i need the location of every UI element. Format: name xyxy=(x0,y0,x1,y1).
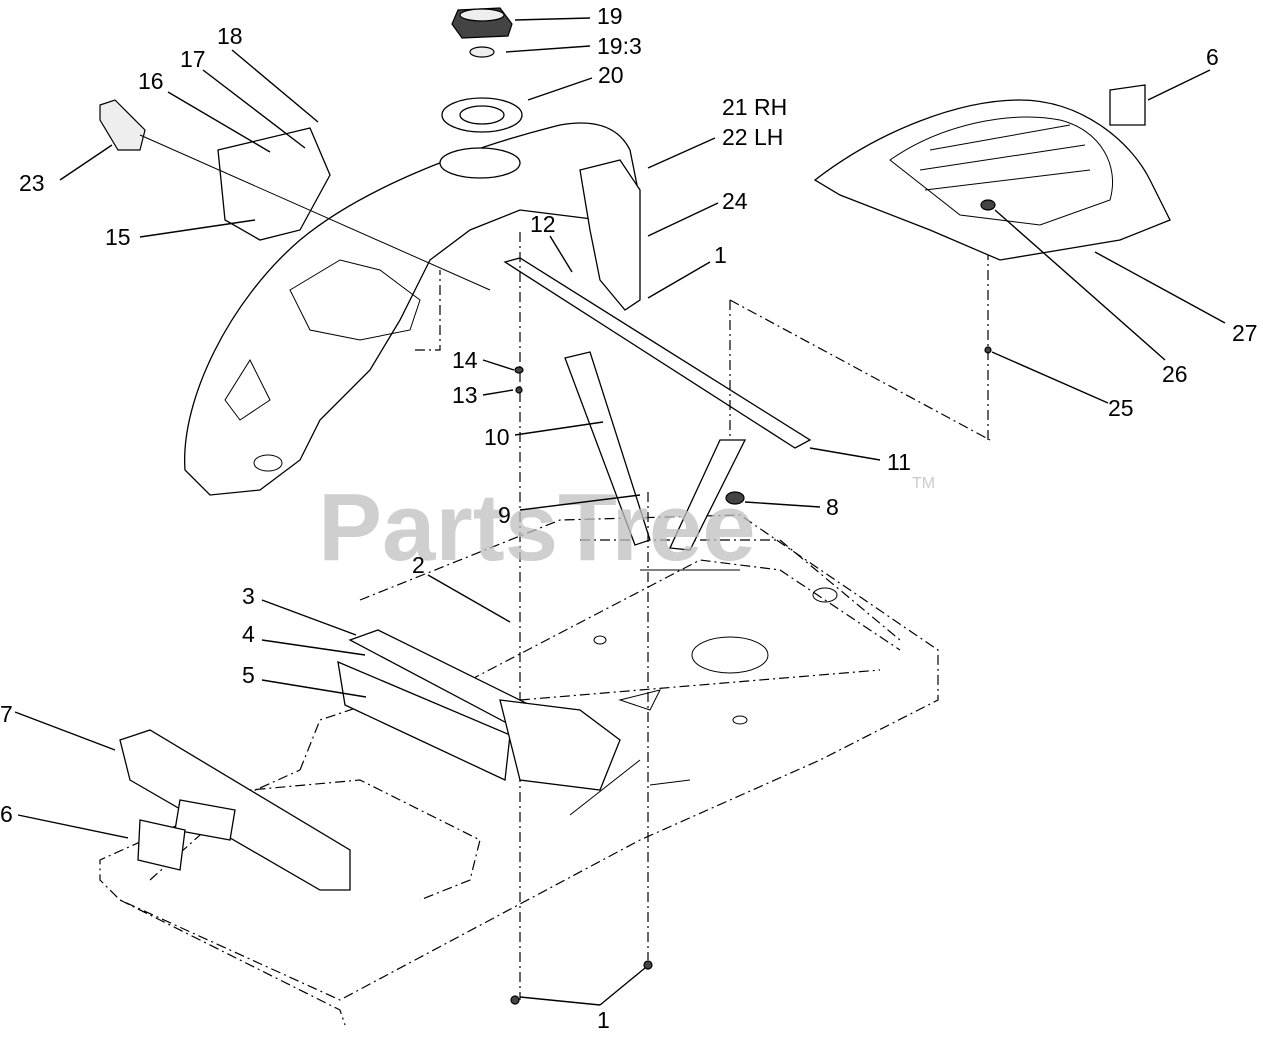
front-panel xyxy=(119,729,351,891)
callout-7: 7 xyxy=(0,701,13,727)
filler-ring xyxy=(441,97,523,133)
callout-22: 22 LH xyxy=(722,124,783,150)
callout-6-bottom: 6 xyxy=(0,801,13,827)
callout-14: 14 xyxy=(452,347,478,373)
callout-1-bottom: 1 xyxy=(597,1007,610,1033)
decal xyxy=(137,819,186,871)
support-strap-right xyxy=(669,439,747,551)
callout-3: 3 xyxy=(242,583,255,609)
callout-20: 20 xyxy=(598,62,624,88)
callout-2: 2 xyxy=(412,552,425,578)
callout-16: 16 xyxy=(138,68,164,94)
callout-18: 18 xyxy=(217,23,243,49)
callout-11: 11 xyxy=(887,449,911,475)
callout-4: 4 xyxy=(242,621,255,647)
callout-15: 15 xyxy=(105,224,131,250)
access-cover xyxy=(217,127,331,241)
nut-1-right xyxy=(643,960,653,970)
callout-24: 24 xyxy=(722,188,748,214)
callout-13: 13 xyxy=(452,382,478,408)
hood xyxy=(813,84,1171,261)
callout-21: 21 RH xyxy=(722,94,787,120)
callout-23: 23 xyxy=(19,170,45,196)
cap-washer xyxy=(469,46,495,58)
callout-labels: 19 19:3 20 21 RH 22 LH 18 17 16 23 15 12… xyxy=(0,3,1258,1033)
cross-support xyxy=(503,257,812,449)
fender-assembly xyxy=(184,122,641,496)
nut-25 xyxy=(984,346,992,354)
fuel-sender xyxy=(99,99,491,291)
callout-6-top: 6 xyxy=(1206,44,1219,70)
callout-25: 25 xyxy=(1108,395,1134,421)
pedestal-base xyxy=(337,629,621,791)
watermark: PartsTree xyxy=(318,474,756,581)
callout-26: 26 xyxy=(1162,361,1188,387)
callout-17: 17 xyxy=(180,46,206,72)
callout-8: 8 xyxy=(826,494,839,520)
watermark-tm: TM xyxy=(912,475,935,492)
callout-1-top: 1 xyxy=(714,242,727,268)
bolt-13 xyxy=(515,386,523,394)
callout-19: 19 xyxy=(597,3,623,29)
callout-9: 9 xyxy=(498,502,511,528)
leader-lines xyxy=(14,17,1226,1006)
callout-12: 12 xyxy=(530,211,556,237)
callout-19-3: 19:3 xyxy=(597,33,642,59)
gas-cap xyxy=(451,7,513,39)
callout-27: 27 xyxy=(1232,320,1258,346)
callout-5: 5 xyxy=(242,662,255,688)
nut-1-left xyxy=(510,995,520,1005)
bolt-14 xyxy=(514,366,524,374)
callout-10: 10 xyxy=(484,424,510,450)
